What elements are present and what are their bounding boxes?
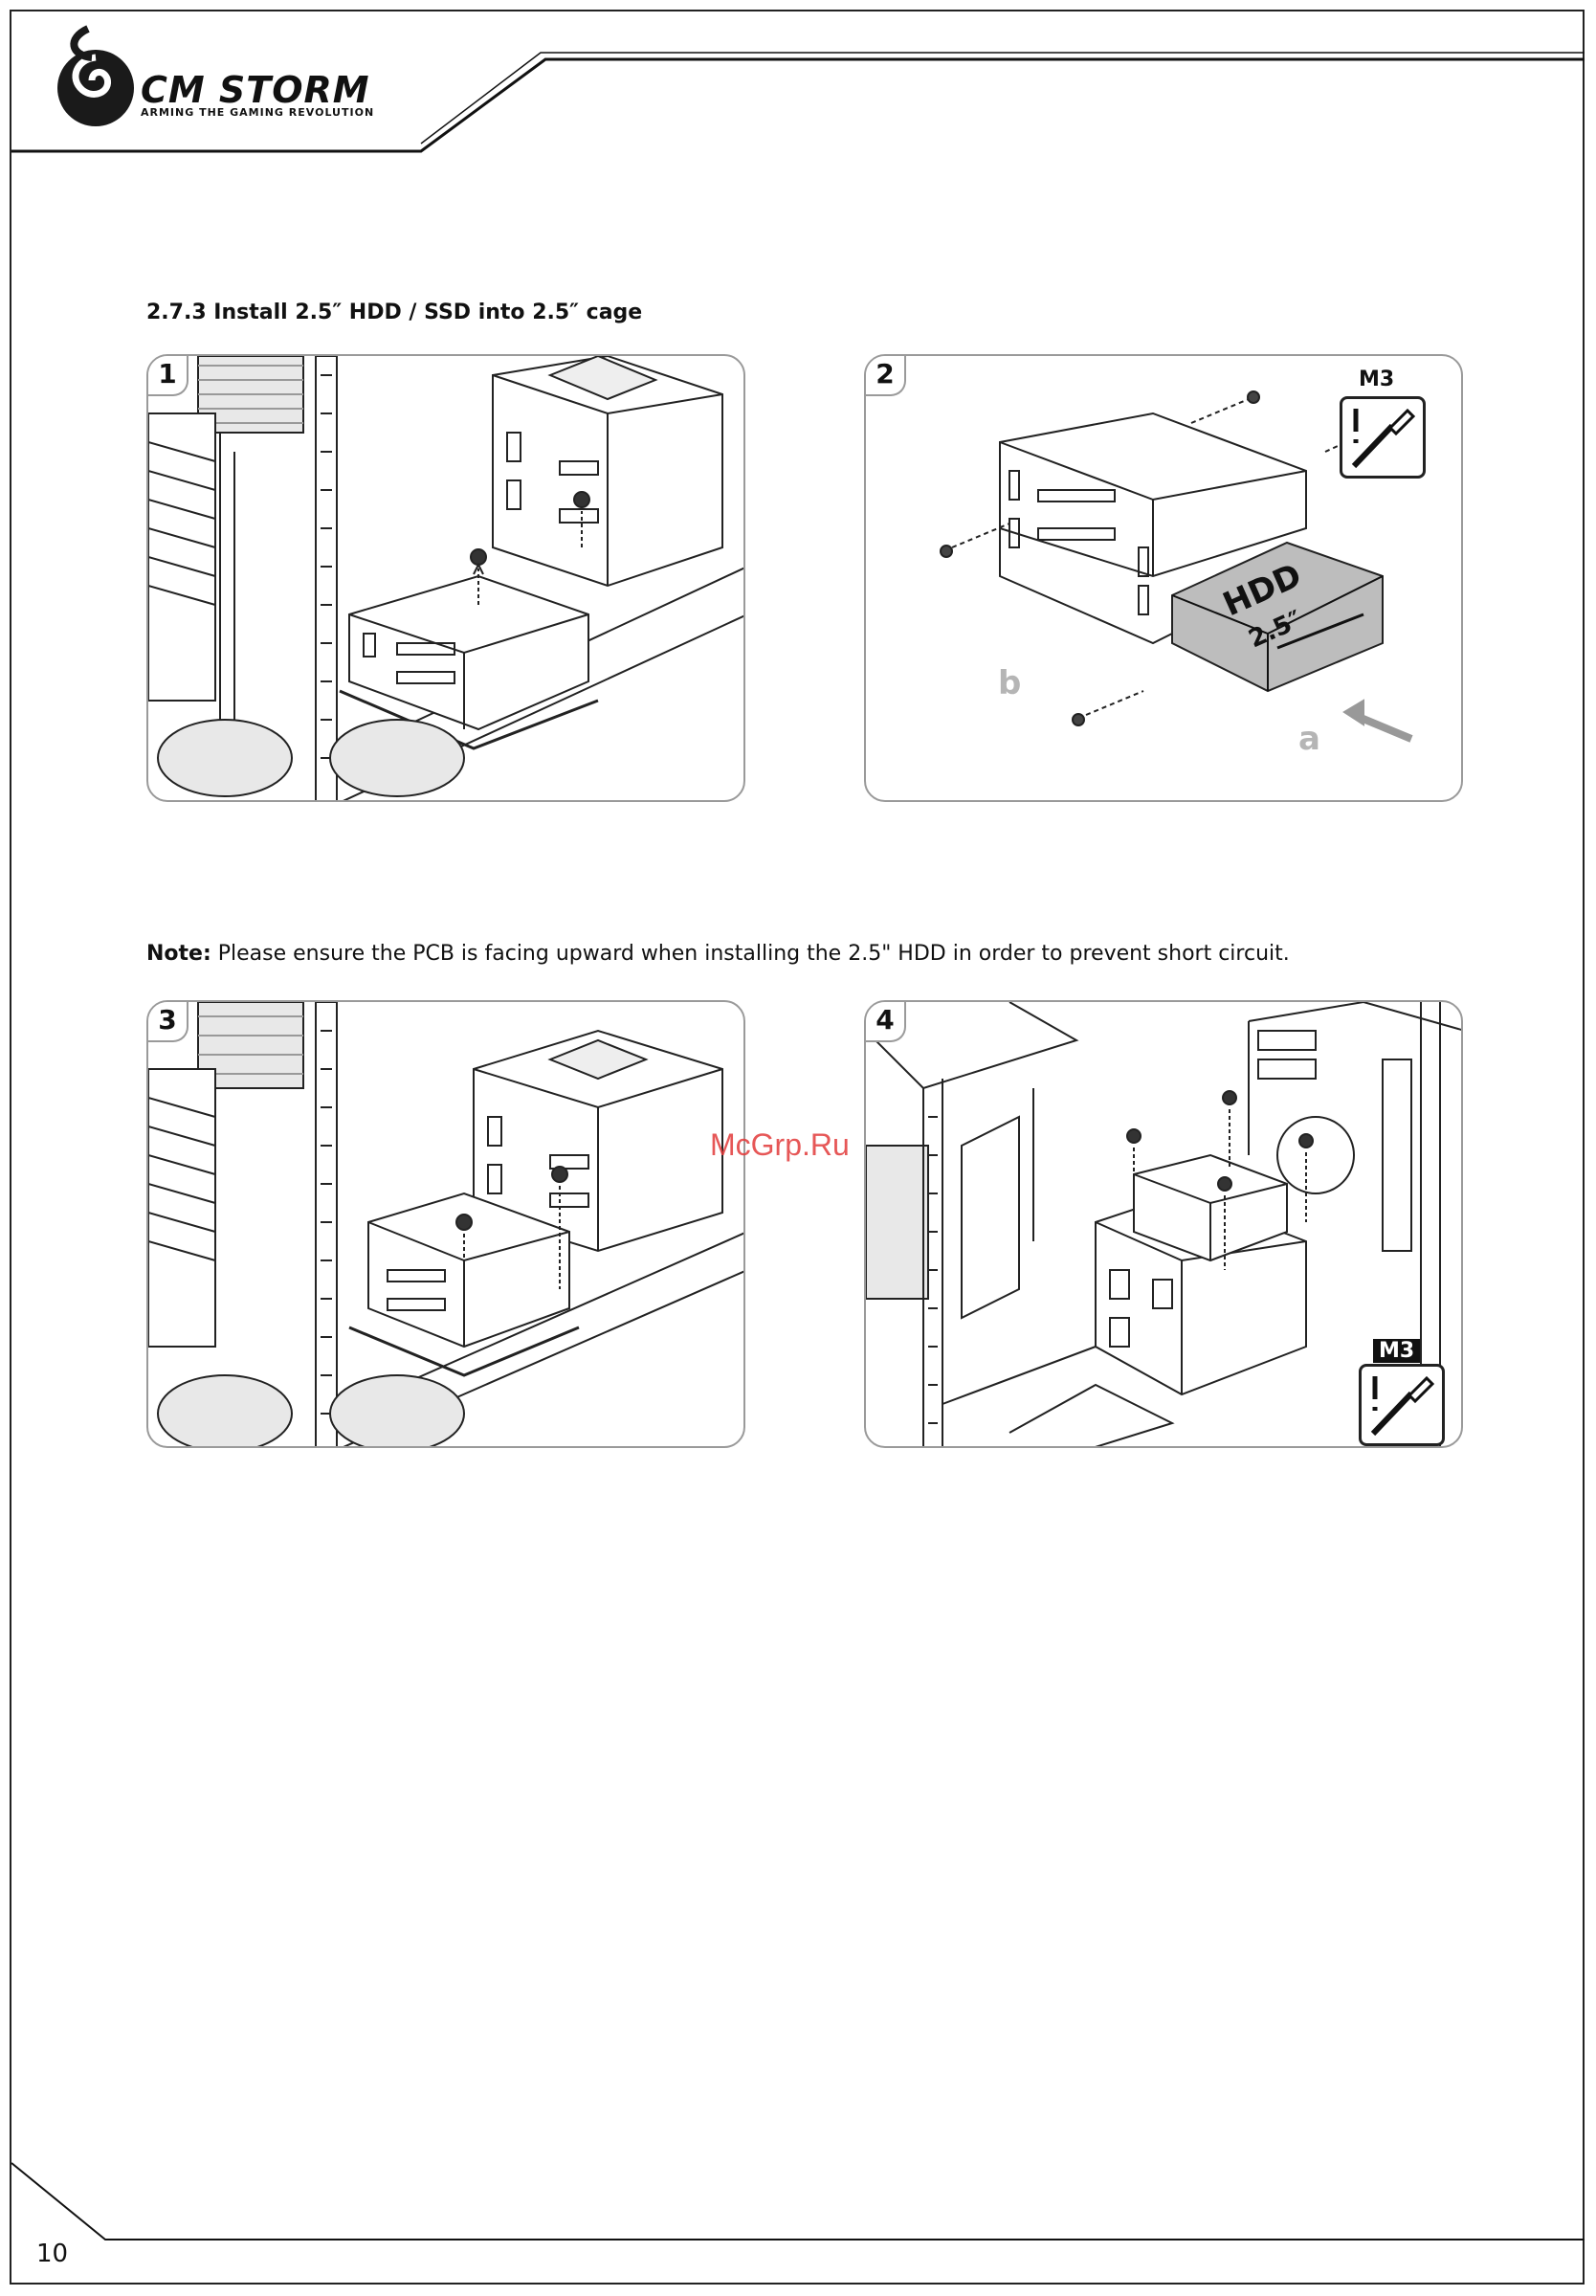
screw-type-label: M3 — [1373, 1339, 1420, 1363]
arrow-label-b: b — [998, 664, 1021, 702]
step-4-illustration: 4 M3 — [864, 1000, 1463, 1448]
section-title: 2.7.3 Install 2.5″ HDD / SSD into 2.5″ c… — [146, 301, 642, 324]
brand-tagline: ARMING THE GAMING REVOLUTION — [141, 106, 374, 119]
screwdriver-icon — [1359, 1364, 1445, 1446]
cage-into-case-drawing — [148, 1002, 745, 1448]
step-3-illustration: 3 — [146, 1000, 745, 1448]
step-number: 4 — [866, 1002, 906, 1042]
screw-type-label: M3 — [1359, 368, 1394, 391]
installation-note: Note: Please ensure the PCB is facing up… — [146, 942, 1290, 966]
step-number: 1 — [148, 356, 188, 396]
step-2-illustration: 2 M3 — [864, 354, 1463, 802]
watermark: McGrp.Ru — [710, 1127, 850, 1163]
step-number: 2 — [866, 356, 906, 396]
step-1-illustration: 1 — [146, 354, 745, 802]
arrow-label-a: a — [1298, 720, 1320, 758]
brand-name: CM STORM — [141, 69, 370, 111]
page-number: 10 — [36, 2240, 68, 2268]
step-number: 3 — [148, 1002, 188, 1042]
case-interior-drawing — [148, 356, 745, 802]
cm-storm-logo-icon — [57, 29, 134, 126]
screwdriver-icon — [1340, 396, 1426, 479]
note-label: Note: — [146, 942, 211, 966]
note-text: Please ensure the PCB is facing upward w… — [211, 942, 1290, 966]
